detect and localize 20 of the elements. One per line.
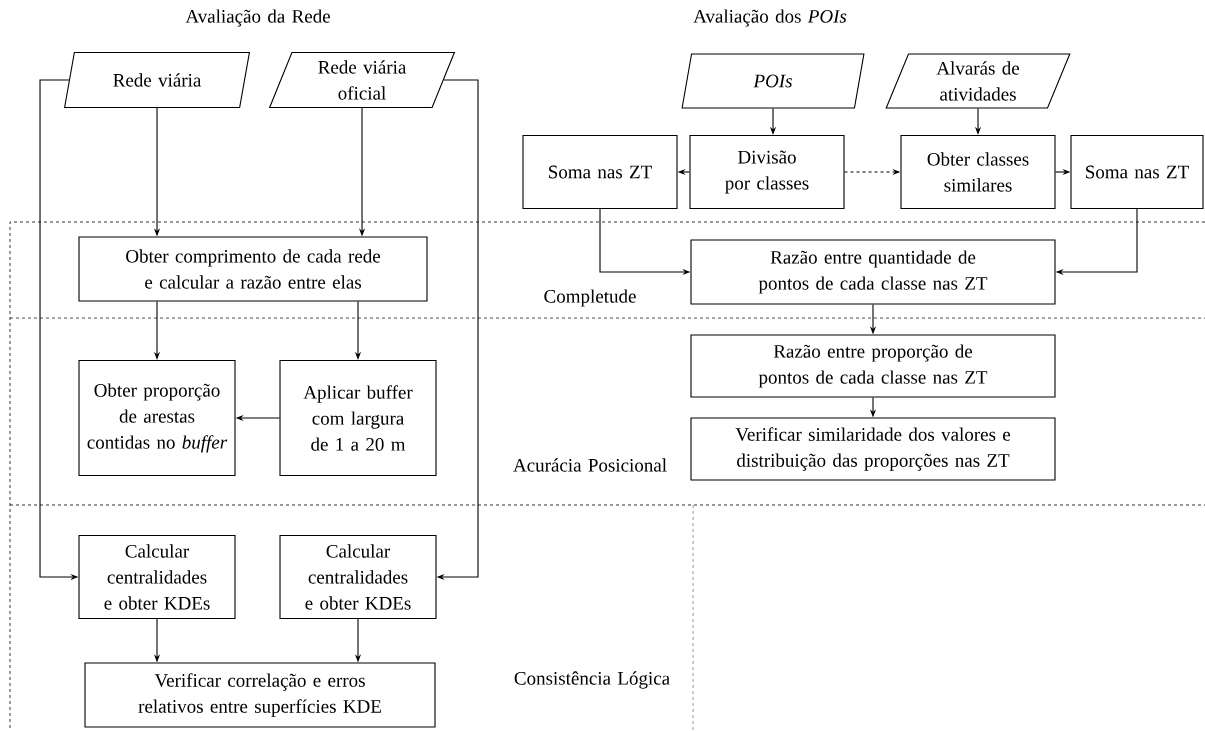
column-heading: Avaliação da Rede <box>185 9 330 27</box>
process-box: Obter classes similares <box>900 134 1056 210</box>
data-parallelogram: Alvarás de atividades <box>885 53 1071 109</box>
process-box: Divisão por classes <box>689 134 845 210</box>
section-label: Acurácia Posicional <box>513 458 667 472</box>
data-parallelogram: POIs <box>681 53 865 109</box>
process-box: Calcular centralidades e obter KDEs <box>78 534 236 620</box>
process-box: Aplicar buffer com largura de 1 a 20 m <box>279 359 437 477</box>
section-label: Completude <box>544 289 636 307</box>
process-box: Soma nas ZT <box>1070 134 1204 210</box>
process-box: Verificar correlação e erros relativos entre superfícies KDE <box>84 662 436 728</box>
process-box: Razão entre quantidade de pontos de cada classe nas ZT <box>690 239 1056 305</box>
process-box: Calcular centralidades e obter KDEs <box>279 534 437 620</box>
process-box: Soma nas ZT <box>522 134 678 210</box>
process-box: Razão entre proporção de pontos de cada classe nas ZT <box>690 334 1056 398</box>
process-box: Obter proporção de arestas contidas no buffer <box>78 359 236 477</box>
section-label: Consistência Lógica <box>514 671 670 689</box>
process-box: Obter comprimento de cada rede e calcular a razão entre elas <box>78 236 428 302</box>
column-heading: Avaliação dos POIs <box>693 9 847 27</box>
process-box: Verificar similaridade dos valores e distribuição das proporções nas ZT <box>690 417 1056 481</box>
